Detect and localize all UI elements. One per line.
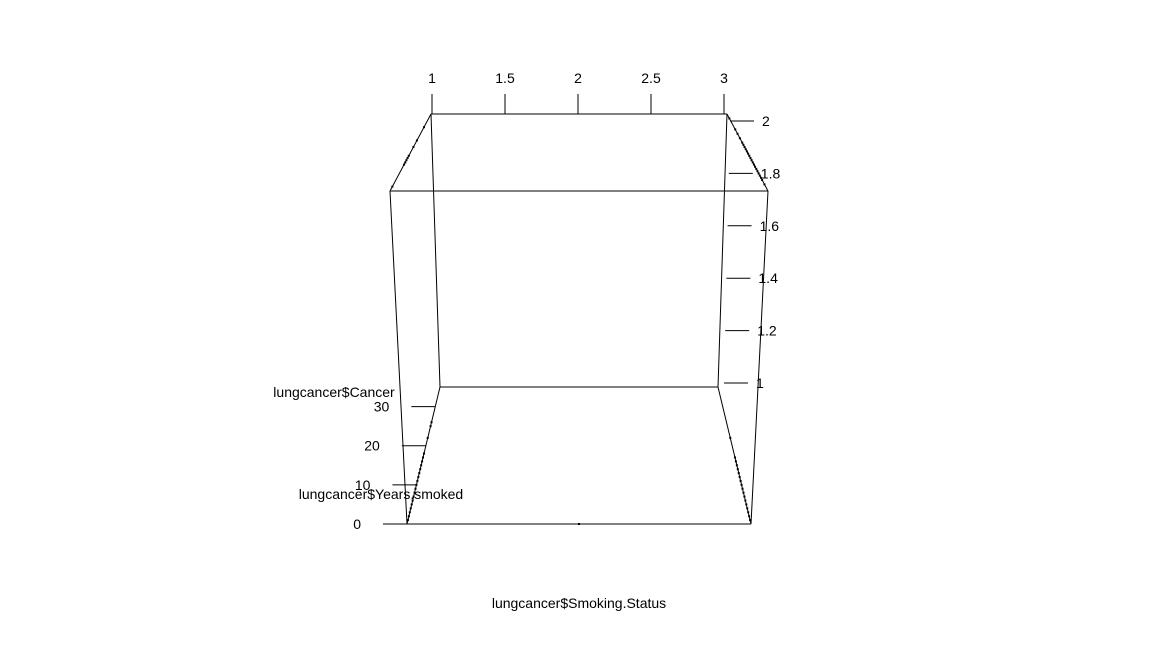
data-point bbox=[734, 128, 737, 131]
x-tick-label: 2 bbox=[574, 70, 582, 86]
z-tick-label: 1.2 bbox=[757, 323, 777, 339]
data-point bbox=[417, 476, 420, 479]
data-point bbox=[749, 519, 752, 522]
z-axis-label: lungcancer$Cancer bbox=[273, 384, 395, 400]
data-point bbox=[429, 425, 432, 428]
data-point bbox=[736, 468, 739, 471]
data-point bbox=[420, 464, 423, 467]
x-tick-label: 3 bbox=[720, 70, 728, 86]
data-point bbox=[743, 495, 746, 498]
y-tick-label: 30 bbox=[374, 399, 390, 415]
z-tick-label: 1.8 bbox=[761, 165, 781, 181]
data-point bbox=[406, 157, 409, 159]
z-tick-label: 2 bbox=[762, 113, 770, 129]
data-point bbox=[415, 139, 418, 142]
data-point bbox=[741, 141, 744, 144]
data-point bbox=[739, 479, 742, 482]
z-tick-label: 1 bbox=[756, 375, 764, 391]
data-point bbox=[411, 499, 414, 502]
data-point bbox=[404, 161, 407, 164]
data-point bbox=[418, 472, 421, 475]
data-point bbox=[729, 436, 732, 439]
z-tick-label: 1.4 bbox=[758, 270, 778, 286]
data-point bbox=[757, 172, 760, 175]
data-point bbox=[426, 436, 429, 439]
data-point bbox=[751, 161, 754, 164]
data-point bbox=[754, 165, 757, 168]
data-point bbox=[761, 179, 764, 181]
data-point bbox=[759, 176, 762, 179]
data-point bbox=[750, 159, 753, 162]
data-point bbox=[734, 460, 737, 463]
data-point bbox=[748, 154, 751, 157]
data-point bbox=[728, 117, 731, 120]
data-point bbox=[745, 150, 748, 153]
y-tick-label: 0 bbox=[353, 516, 361, 532]
box-edge bbox=[389, 113, 432, 192]
data-point bbox=[412, 146, 415, 148]
data-point bbox=[740, 483, 743, 486]
data-point bbox=[747, 152, 750, 155]
points-layer bbox=[391, 117, 766, 525]
z-tick-label: 1.6 bbox=[760, 218, 780, 234]
data-point bbox=[405, 159, 408, 162]
data-point bbox=[758, 174, 761, 177]
data-point bbox=[421, 460, 424, 463]
data-point bbox=[412, 495, 415, 498]
data-point bbox=[410, 503, 413, 506]
data-point bbox=[738, 137, 741, 140]
x-axis-label: lungcancer$Smoking.Status bbox=[492, 595, 666, 611]
data-point bbox=[752, 163, 755, 166]
data-point bbox=[415, 483, 418, 486]
data-point bbox=[403, 163, 406, 166]
box-edge bbox=[750, 190, 769, 525]
data-point bbox=[745, 503, 748, 506]
data-point bbox=[742, 491, 745, 494]
data-point bbox=[744, 148, 747, 151]
data-point bbox=[408, 511, 411, 514]
data-point bbox=[414, 487, 417, 490]
data-point bbox=[743, 146, 746, 148]
box-edge bbox=[389, 190, 408, 525]
data-point bbox=[741, 487, 744, 490]
box-edge bbox=[430, 113, 441, 388]
data-point bbox=[422, 126, 425, 129]
data-point bbox=[746, 507, 749, 510]
data-point bbox=[419, 468, 422, 471]
plot-box bbox=[389, 113, 769, 525]
data-point bbox=[744, 499, 747, 502]
data-point bbox=[749, 157, 752, 159]
y-axis-label: lungcancer$Years.smoked bbox=[299, 486, 463, 502]
x-tick-label: 1 bbox=[428, 70, 436, 86]
data-point bbox=[578, 523, 580, 525]
data-point bbox=[407, 515, 410, 518]
data-point bbox=[742, 143, 745, 146]
data-point bbox=[733, 456, 736, 459]
data-point bbox=[763, 183, 766, 186]
y-tick-label: 10 bbox=[355, 477, 371, 493]
data-point bbox=[756, 170, 759, 173]
data-point bbox=[413, 491, 416, 494]
data-point bbox=[430, 421, 433, 424]
data-point bbox=[422, 452, 425, 455]
data-point bbox=[422, 456, 425, 459]
data-point bbox=[735, 464, 738, 467]
data-point bbox=[737, 472, 740, 475]
data-point bbox=[738, 476, 741, 479]
box-edge bbox=[717, 113, 728, 388]
data-point bbox=[416, 479, 419, 482]
data-point bbox=[736, 132, 739, 135]
data-point bbox=[755, 168, 758, 170]
data-point bbox=[407, 154, 410, 157]
data-point bbox=[748, 515, 751, 518]
data-point bbox=[409, 507, 412, 510]
data-point bbox=[406, 519, 409, 522]
x-tick-label: 1.5 bbox=[495, 70, 515, 86]
data-point bbox=[391, 185, 394, 188]
y-tick-label: 20 bbox=[364, 438, 380, 454]
data-point bbox=[747, 511, 750, 514]
x-tick-label: 2.5 bbox=[641, 70, 661, 86]
